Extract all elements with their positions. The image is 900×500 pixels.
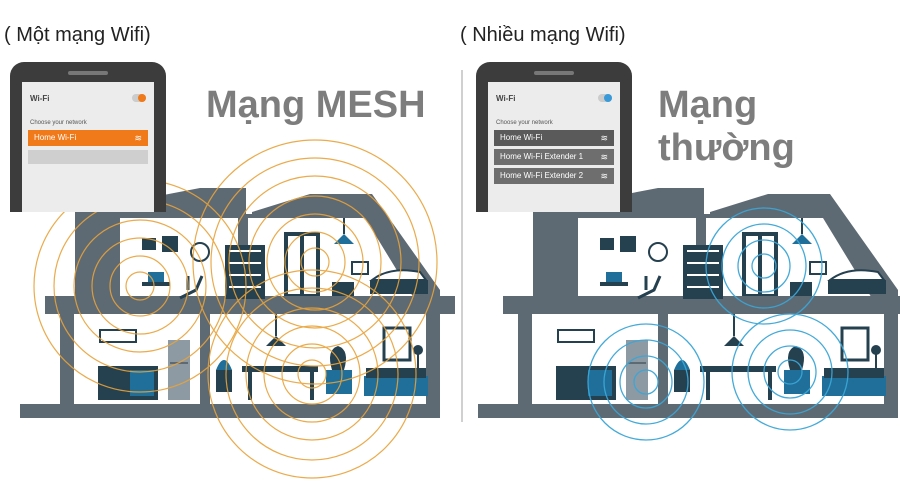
toggle-switch-icon[interactable] — [132, 94, 146, 102]
network-extender-1[interactable]: Home Wi-Fi Extender 1 ≋ — [494, 149, 614, 165]
mesh-phone-screen: Wi-Fi Choose your network Home Wi-Fi ≋ — [22, 82, 154, 212]
phone-speaker — [534, 71, 574, 75]
network-name: Home Wi-Fi Extender 1 — [500, 152, 584, 161]
choose-network-label: Choose your network — [496, 120, 553, 126]
wifi-icon: ≋ — [600, 152, 608, 162]
mesh-house — [18, 186, 457, 420]
regular-phone: Wi-Fi Choose your network Home Wi-Fi ≋ H… — [476, 62, 632, 212]
regular-caption: ( Nhiều mạng Wifi) — [460, 24, 626, 46]
wifi-icon: ≋ — [600, 171, 608, 181]
regular-heading: Mạng thường — [658, 84, 795, 169]
network-home-wifi[interactable]: Home Wi-Fi ≋ — [28, 130, 148, 146]
regular-signal-rings — [587, 207, 849, 441]
network-name: Home Wi-Fi Extender 2 — [500, 171, 584, 180]
network-name: Home Wi-Fi — [34, 133, 77, 142]
wifi-settings-label: Wi-Fi — [496, 94, 516, 103]
network-name: Home Wi-Fi — [500, 133, 543, 142]
panel-divider — [461, 70, 463, 422]
network-empty-slot — [28, 150, 148, 164]
phone-speaker — [68, 71, 108, 75]
mesh-caption: ( Một mạng Wifi) — [4, 24, 151, 46]
wifi-settings-label: Wi-Fi — [30, 94, 50, 103]
wifi-icon: ≋ — [600, 133, 608, 143]
wifi-icon: ≋ — [134, 133, 142, 143]
network-home-wifi[interactable]: Home Wi-Fi ≋ — [494, 130, 614, 146]
regular-house — [476, 186, 900, 420]
choose-network-label: Choose your network — [30, 120, 87, 126]
regular-phone-screen: Wi-Fi Choose your network Home Wi-Fi ≋ H… — [488, 82, 620, 212]
mesh-heading: Mạng MESH — [206, 84, 426, 126]
mesh-phone: Wi-Fi Choose your network Home Wi-Fi ≋ — [10, 62, 166, 212]
network-extender-2[interactable]: Home Wi-Fi Extender 2 ≋ — [494, 168, 614, 184]
toggle-switch-icon[interactable] — [598, 94, 612, 102]
